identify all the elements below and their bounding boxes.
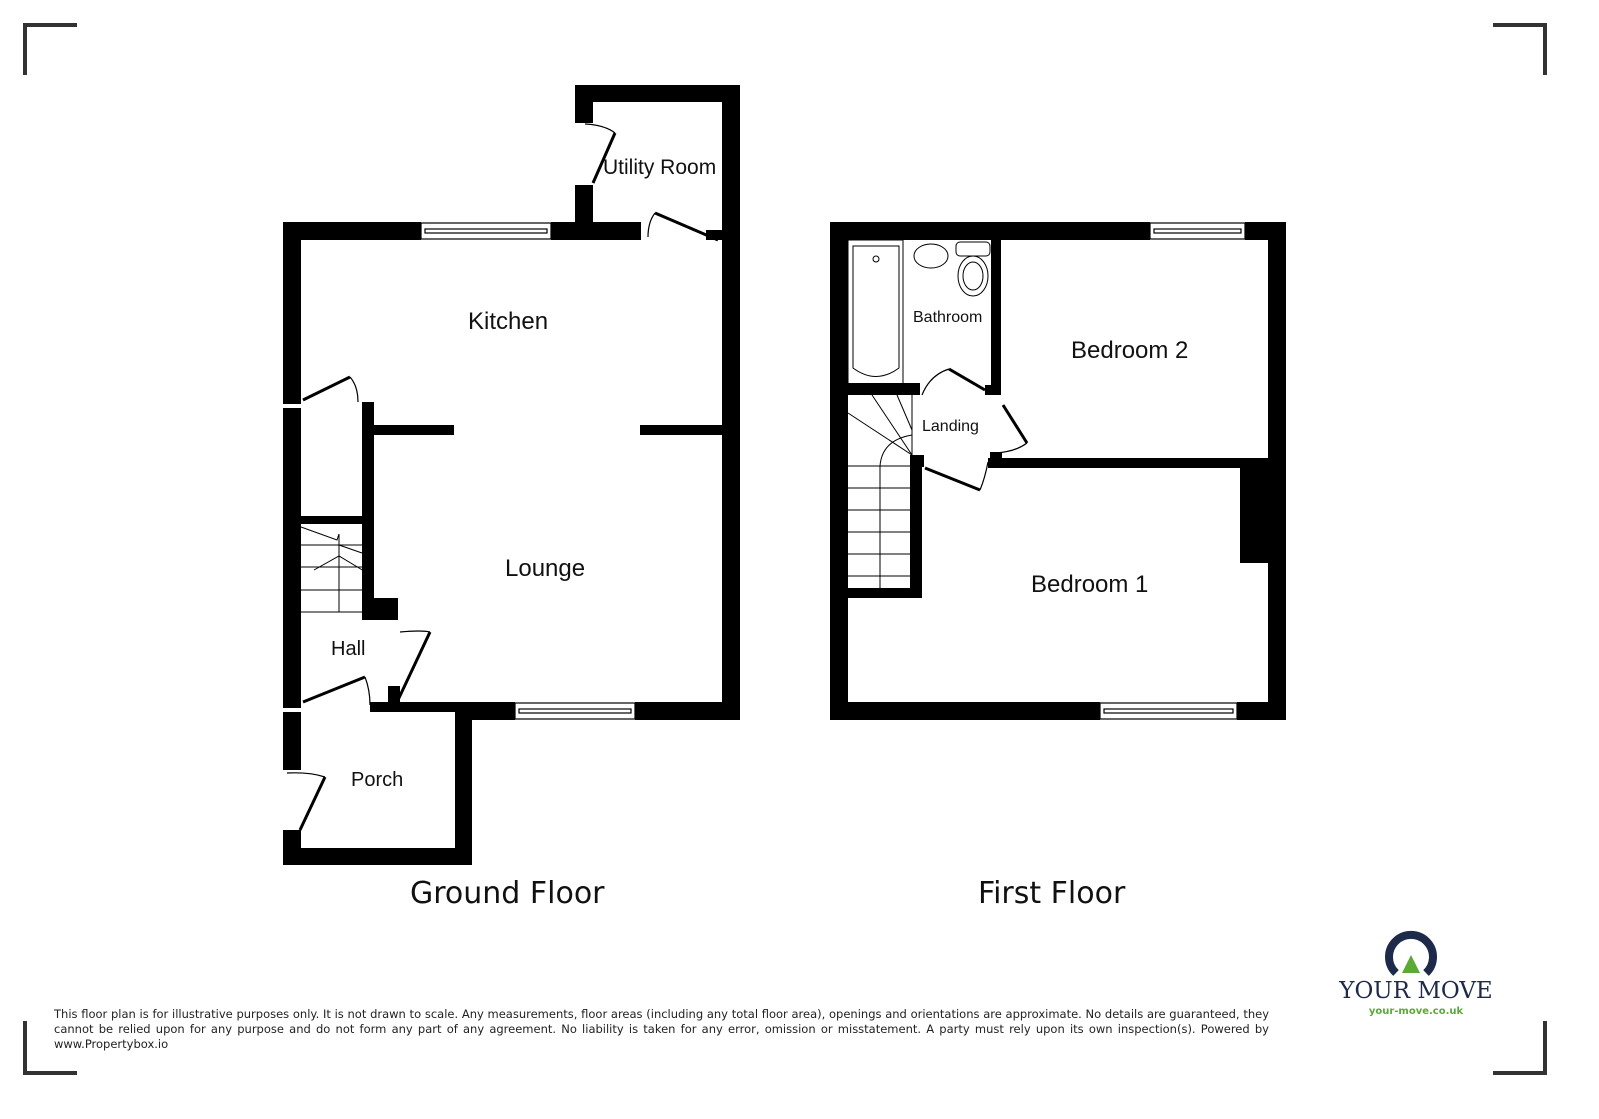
logo-name: YOUR MOVE [1339,978,1493,1004]
first-floor-plan [830,222,1286,720]
room-label-porch: Porch [351,769,403,791]
corner-marks [23,23,1547,1075]
room-label-bedroom-1: Bedroom 1 [1031,571,1148,598]
bathroom-fixtures [847,239,991,386]
ground-floor-title: Ground Floor [410,876,605,911]
room-label-hall: Hall [331,638,365,660]
first-floor-stairs [847,394,913,588]
ground-floor-plan [283,85,740,865]
your-move-logo: YOUR MOVE your-move.co.uk [1336,932,1496,1017]
ground-floor-doors [286,123,719,831]
ground-floor-stairs [300,526,365,613]
your-move-logo-icon [1385,930,1437,976]
disclaimer-text: This floor plan is for illustrative purp… [54,1007,1269,1051]
room-label-kitchen: Kitchen [468,308,548,335]
room-label-landing: Landing [922,418,979,435]
first-floor-doors [921,367,1029,492]
room-label-bedroom-2: Bedroom 2 [1071,337,1188,364]
room-label-lounge: Lounge [505,555,585,582]
ground-floor-windows [420,222,636,720]
logo-url[interactable]: your-move.co.uk [1368,1006,1464,1017]
first-floor-windows [1099,222,1246,720]
room-label-bathroom: Bathroom [913,309,982,326]
room-label-utility: Utility Room [603,156,716,179]
first-floor-title: First Floor [978,876,1126,911]
